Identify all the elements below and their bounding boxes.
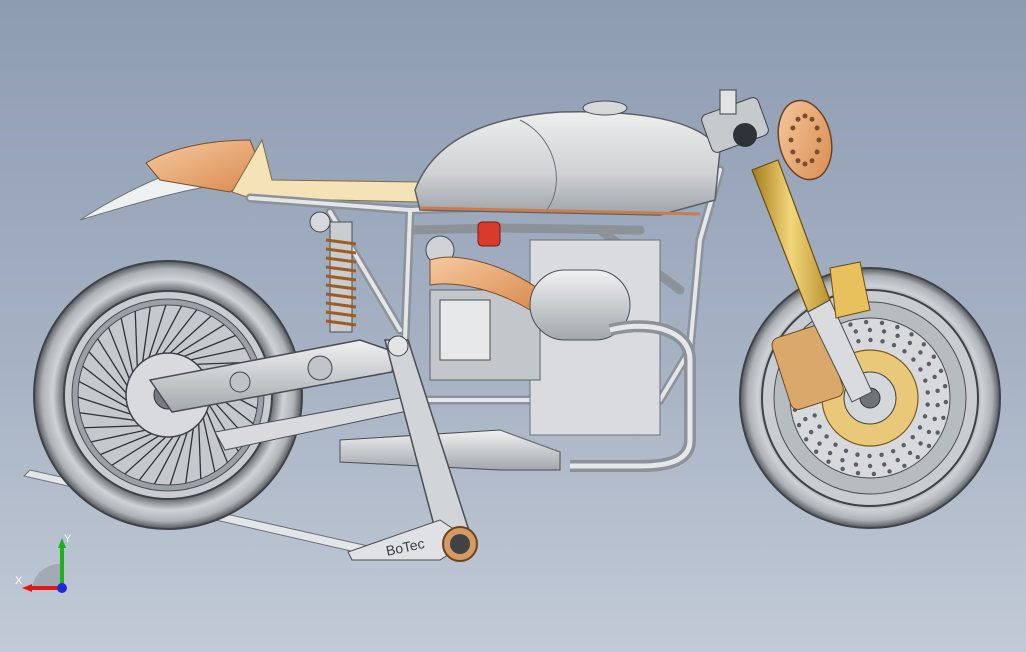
rear-shock-absorber[interactable]: [309, 211, 357, 333]
exhaust-system[interactable]: [339, 320, 696, 472]
x-axis-label: X: [15, 575, 23, 587]
swingarm[interactable]: [148, 339, 414, 451]
front-fork[interactable]: [751, 159, 873, 403]
front-wheel[interactable]: [739, 267, 1001, 529]
y-axis-label: Y: [64, 533, 72, 545]
throttle-body-red: [477, 221, 501, 247]
headlight[interactable]: [771, 95, 838, 184]
fuel-cap: [582, 100, 628, 116]
fork-guard-bracket: [829, 261, 871, 319]
stand-logo: BoTec: [384, 535, 425, 559]
intake-pipe: [429, 256, 631, 341]
fuel-tank[interactable]: [414, 100, 721, 216]
z-axis-dot: [57, 583, 67, 593]
tail-cowl[interactable]: [79, 138, 421, 221]
axis-triad: Y X: [15, 533, 72, 593]
handlebar-clamp[interactable]: [700, 89, 770, 154]
paddock-stand[interactable]: BoTec: [347, 335, 478, 562]
